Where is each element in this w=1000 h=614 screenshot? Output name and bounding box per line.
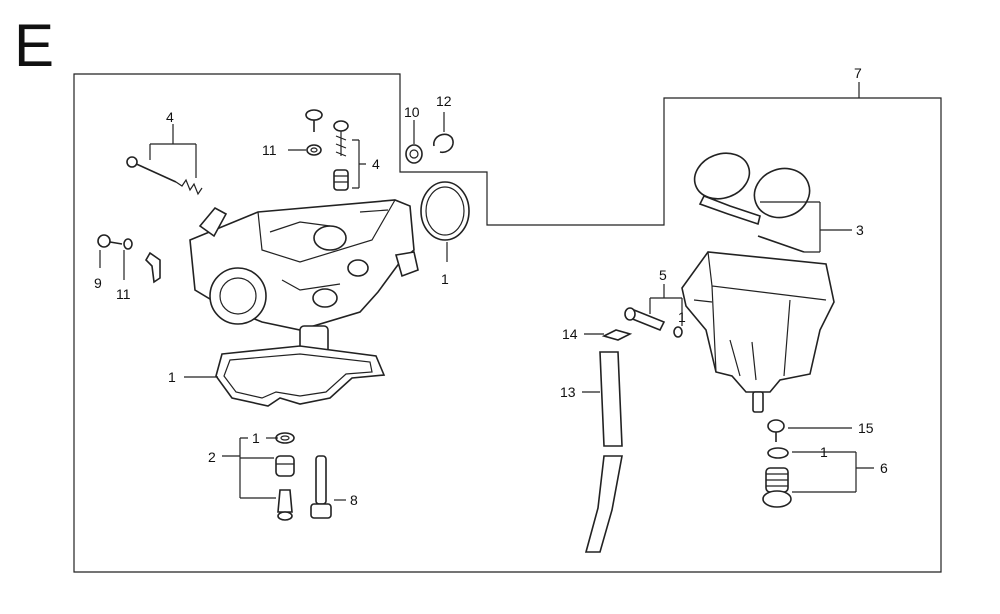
o-ring bbox=[420, 181, 470, 241]
drain-bolt-set bbox=[762, 447, 792, 508]
label-10: 10 bbox=[404, 104, 420, 120]
carburetor-body bbox=[189, 199, 419, 355]
label-14: 14 bbox=[562, 326, 578, 342]
label-15: 15 bbox=[858, 420, 874, 436]
label-1-gasket: 1 bbox=[168, 369, 176, 385]
clip-14 bbox=[601, 329, 633, 341]
clip-12 bbox=[433, 133, 454, 154]
label-1-jet: 1 bbox=[252, 430, 260, 446]
float-assembly bbox=[693, 152, 811, 253]
label-11-top: 11 bbox=[262, 142, 277, 158]
label-2: 2 bbox=[208, 449, 216, 465]
label-9: 9 bbox=[94, 275, 102, 291]
chamber-gasket bbox=[215, 345, 386, 407]
drain-screw-15 bbox=[767, 419, 785, 442]
label-12: 12 bbox=[436, 93, 452, 109]
label-4-left: 4 bbox=[166, 109, 174, 125]
label-4-mid: 4 bbox=[372, 156, 380, 172]
throttle-stop-screw bbox=[126, 156, 203, 196]
air-screw-5 bbox=[624, 307, 683, 338]
pilot-screw-set bbox=[333, 120, 349, 191]
label-1-drain: 1 bbox=[820, 444, 828, 460]
label-1-oring: 1 bbox=[441, 271, 449, 287]
float-chamber bbox=[681, 251, 835, 413]
label-5: 5 bbox=[659, 267, 667, 283]
label-7: 7 bbox=[854, 65, 862, 81]
label-6: 6 bbox=[880, 460, 888, 476]
nut-10 bbox=[405, 144, 423, 164]
label-13: 13 bbox=[560, 384, 576, 400]
drain-tube bbox=[584, 351, 623, 553]
screw-with-washer-top bbox=[305, 109, 323, 156]
label-11-left: 11 bbox=[116, 286, 131, 302]
main-jet-parts bbox=[275, 432, 295, 521]
label-3: 3 bbox=[856, 222, 864, 238]
bolt-washer-bracket bbox=[97, 234, 161, 284]
needle-jet bbox=[310, 455, 332, 519]
section-letter: E bbox=[14, 12, 54, 79]
label-8: 8 bbox=[350, 492, 358, 508]
reference-labels: 4 11 4 10 12 1 9 11 1 1 2 8 7 3 5 1 14 1… bbox=[94, 65, 888, 508]
label-1-screw: 1 bbox=[678, 309, 686, 325]
leader-lines bbox=[99, 82, 874, 501]
assembly-frame bbox=[73, 73, 942, 573]
